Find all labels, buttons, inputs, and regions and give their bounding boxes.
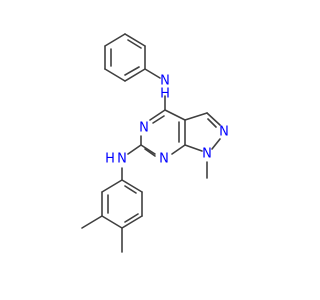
- bond: [144, 68, 161, 79]
- bond: [152, 115, 165, 124]
- bond: [171, 144, 186, 155]
- bond: [206, 112, 221, 126]
- atom-N-anilino: N H: [160, 74, 170, 102]
- bond: [140, 144, 156, 155]
- bond: [164, 109, 186, 121]
- bond: [124, 66, 140, 76]
- atom-N-pyrazole-2: N: [219, 125, 229, 140]
- bond: [184, 144, 203, 152]
- atom-N-arylamino: N H: [105, 152, 127, 167]
- bond: [207, 118, 217, 128]
- hydrogen-label: H: [160, 87, 170, 102]
- hydrogen-label: H: [105, 152, 115, 167]
- bond: [127, 39, 142, 49]
- bond: [101, 179, 123, 193]
- bond: [144, 148, 156, 157]
- bond: [124, 185, 137, 194]
- nitrogen-label: N: [160, 74, 170, 89]
- bond: [104, 33, 126, 47]
- bond: [124, 68, 146, 82]
- bond: [124, 213, 139, 223]
- bond: [121, 179, 143, 193]
- molecule-structure: N H N N N H N N: [81, 33, 229, 253]
- atom-labels: N H N N N H N N: [105, 74, 229, 167]
- bond: [121, 215, 143, 229]
- bond: [124, 33, 146, 47]
- atom-N-pyrimidine-lower: N: [159, 152, 169, 167]
- bond: [211, 138, 221, 150]
- bond: [81, 215, 103, 229]
- nitrogen-label: N: [117, 152, 127, 167]
- bond: [149, 109, 166, 121]
- bond: [127, 144, 142, 155]
- atom-N-pyrimidine-upper: N: [139, 121, 149, 136]
- bond: [101, 215, 123, 229]
- atom-N-pyrazole-1: N: [202, 147, 212, 162]
- bond: [184, 112, 208, 121]
- bond: [104, 68, 126, 82]
- bonds: [81, 33, 221, 253]
